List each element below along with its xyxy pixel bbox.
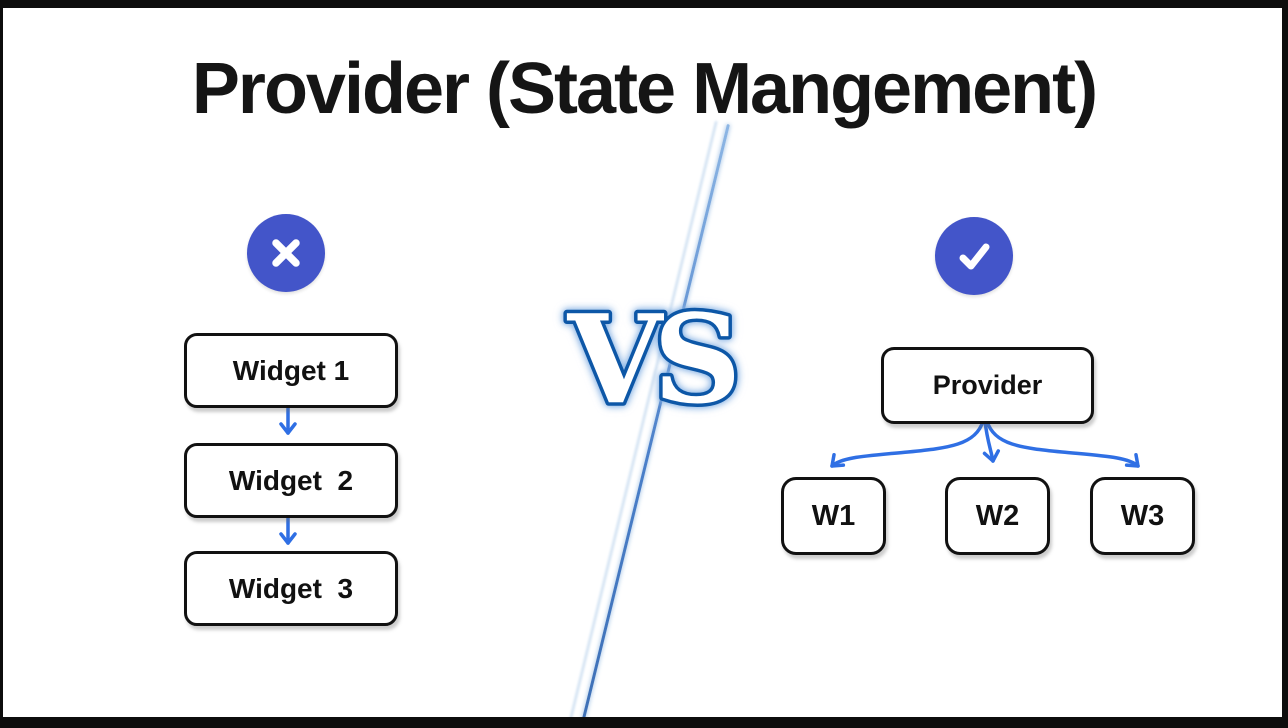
check-icon — [959, 243, 990, 270]
widget-node-label: Widget 2 — [228, 464, 354, 496]
provider-node-label: Provider — [932, 370, 1043, 400]
w-node-label: W1 — [811, 499, 856, 532]
frame-border-right — [1282, 0, 1288, 728]
w-node-label: W2 — [975, 499, 1020, 532]
widget-node-3: Widget 3 — [184, 551, 398, 626]
arrow-provider-w1 — [830, 419, 985, 468]
vs-label: VS — [563, 290, 747, 432]
widget-node-label: Widget 1 — [232, 354, 350, 386]
widget-node-label: Widget 3 — [228, 572, 354, 604]
cross-circle-icon — [247, 214, 325, 292]
check-circle-icon — [935, 217, 1013, 295]
widget-node-1: Widget 1 — [184, 333, 398, 408]
page-title: Provider (State Mangement) — [191, 49, 1098, 129]
cross-icon — [272, 239, 300, 267]
widget-node-2: Widget 2 — [184, 443, 398, 518]
provider-node: Provider — [881, 347, 1094, 424]
arrow-provider-w2 — [982, 419, 1001, 463]
frame-border-top — [0, 0, 1288, 8]
frame-border-bottom — [0, 717, 1288, 728]
w1-node: W1 — [781, 477, 886, 555]
arrow-provider-w3 — [985, 419, 1140, 468]
w2-node: W2 — [945, 477, 1050, 555]
frame-border-left — [0, 0, 3, 728]
w3-node: W3 — [1090, 477, 1195, 555]
vs-text: VS — [567, 290, 735, 431]
w-node-label: W3 — [1120, 499, 1165, 532]
